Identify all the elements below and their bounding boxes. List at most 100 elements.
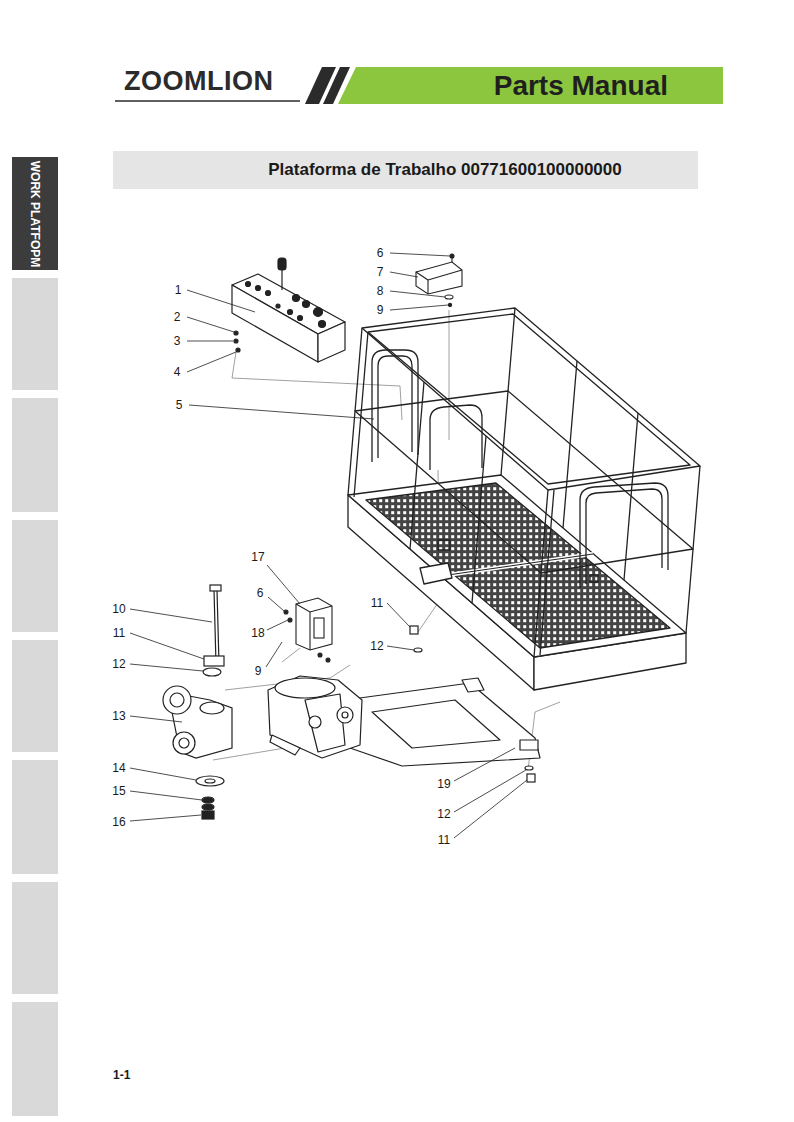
callout-number: 9 xyxy=(255,665,262,677)
control-box xyxy=(234,339,238,343)
platform-rail xyxy=(540,490,554,655)
side-tab xyxy=(12,278,58,1116)
mount-bracket xyxy=(448,303,451,306)
platform-rail xyxy=(378,356,412,458)
yoke-bracket xyxy=(210,585,221,591)
support-bracket xyxy=(296,604,332,612)
yoke-bracket xyxy=(202,797,214,803)
platform-rail xyxy=(355,391,693,573)
callout-number: 8 xyxy=(377,285,384,297)
side-tab xyxy=(12,882,58,994)
platform-rail xyxy=(624,413,638,580)
leader-line xyxy=(268,597,284,611)
leader-line xyxy=(267,620,288,630)
header-bar: Parts Manual xyxy=(338,67,723,104)
control-box xyxy=(236,348,240,352)
section-tab: WORK PLATFOPM xyxy=(12,157,58,270)
yoke-bracket xyxy=(173,732,195,754)
rotator xyxy=(345,683,540,766)
support-bracket xyxy=(284,598,332,662)
callout-number: 19 xyxy=(437,778,450,790)
assembly-line xyxy=(282,648,300,662)
support-bracket xyxy=(326,658,330,662)
assembly-line xyxy=(449,310,450,440)
callout-number: 11 xyxy=(438,834,450,846)
callout-number: 18 xyxy=(251,627,264,639)
callout-number: 5 xyxy=(176,399,183,411)
logo-mark xyxy=(115,100,300,102)
yoke-bracket xyxy=(414,648,422,652)
tab-label: WORK PLATFOPM xyxy=(29,160,41,266)
platform-rail xyxy=(420,563,452,584)
rotator xyxy=(520,740,538,750)
leader-line xyxy=(130,609,212,622)
yoke-bracket xyxy=(203,668,221,676)
control-box xyxy=(276,304,280,308)
page-number: 1-1 xyxy=(113,1069,130,1081)
yoke-bracket xyxy=(202,811,214,819)
callout-number: 16 xyxy=(112,816,125,828)
leader-line xyxy=(390,272,418,277)
side-tab xyxy=(12,278,58,390)
leader-line xyxy=(454,770,526,812)
yoke-bracket xyxy=(527,774,535,782)
side-tab xyxy=(12,1002,58,1116)
platform-rail xyxy=(438,540,450,550)
yoke-bracket xyxy=(200,702,224,714)
leader-line xyxy=(187,317,234,332)
callout-number: 1 xyxy=(175,284,182,296)
support-bracket xyxy=(284,610,288,614)
leader-line xyxy=(387,603,410,627)
callout-number: 17 xyxy=(251,551,264,563)
yoke-bracket xyxy=(163,585,535,819)
callout-number: 15 xyxy=(112,785,125,797)
control-box xyxy=(298,316,303,321)
rotator xyxy=(305,694,345,752)
platform-rail xyxy=(563,361,577,528)
header-title: Parts Manual xyxy=(494,72,668,100)
leader-line xyxy=(130,664,203,671)
mount-bracket xyxy=(445,295,453,299)
leader-line xyxy=(130,815,201,821)
control-box xyxy=(232,285,318,362)
mount-bracket xyxy=(427,280,428,294)
control-box xyxy=(234,331,238,335)
mount-bracket xyxy=(416,254,462,307)
callout-number: 3 xyxy=(174,335,181,347)
yoke-bracket xyxy=(204,656,224,666)
control-box xyxy=(266,291,271,296)
rotator xyxy=(275,678,335,698)
yoke-bracket xyxy=(168,692,232,758)
platform-rail xyxy=(472,436,486,603)
support-bracket xyxy=(314,618,324,638)
title-text: Plataforma de Trabalho 00771600100000000 xyxy=(268,160,621,180)
yoke-bracket xyxy=(214,590,216,664)
yoke-bracket xyxy=(205,779,215,783)
leader-line xyxy=(187,290,255,312)
rotator xyxy=(268,676,362,758)
side-tab xyxy=(12,640,58,752)
rotator xyxy=(342,712,348,718)
title-band: Plataforma de Trabalho 00771600100000000 xyxy=(113,151,698,189)
mount-bracket xyxy=(428,270,462,280)
callout-number: 9 xyxy=(377,304,384,316)
platform-rail xyxy=(372,350,418,462)
platform-floor xyxy=(348,475,686,690)
platform-rail xyxy=(348,308,700,657)
leader-line xyxy=(266,642,282,667)
yoke-bracket xyxy=(179,738,189,748)
callout-number: 6 xyxy=(257,587,264,599)
callout-number: 4 xyxy=(174,366,181,378)
platform-rail xyxy=(362,308,700,490)
control-box xyxy=(278,258,286,270)
mount-bracket xyxy=(416,262,462,294)
leader-line xyxy=(387,646,414,650)
platform-floor xyxy=(441,554,593,576)
rotator xyxy=(270,735,300,755)
header-bar-shape xyxy=(338,67,723,104)
leader-line xyxy=(130,716,182,722)
mount-bracket xyxy=(416,272,428,280)
control-box xyxy=(256,286,261,291)
mount-bracket xyxy=(450,254,454,258)
support-bracket xyxy=(309,612,310,650)
